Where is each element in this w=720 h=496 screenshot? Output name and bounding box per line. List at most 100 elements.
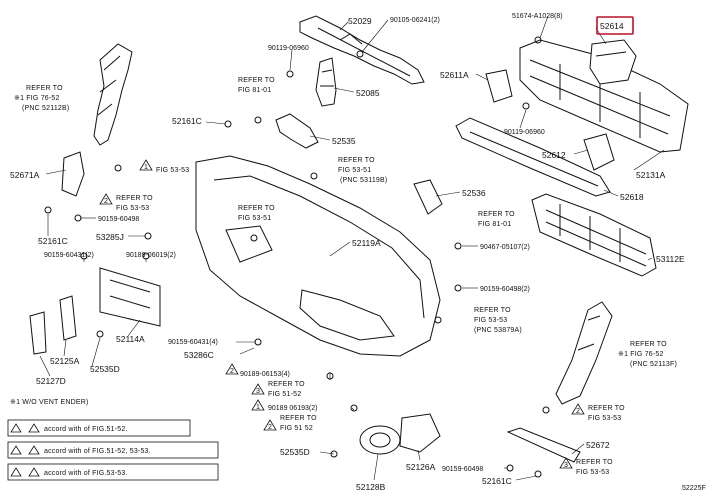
part-label: 52128B	[356, 482, 386, 492]
part-label: 90119-06960	[504, 129, 545, 136]
retainer-52125A-drawing	[29, 295, 77, 355]
part-label: 90159-60431(4)	[168, 339, 218, 346]
part-label: 52029	[348, 16, 372, 26]
ref-text: FIG 53-53	[116, 205, 149, 212]
part-label: 52535D	[90, 364, 120, 374]
triangle-mark-number: 3	[564, 462, 568, 469]
legend-triangle	[28, 423, 40, 433]
part-label: 52085	[356, 88, 380, 98]
ref-text: FIG 53-53	[474, 317, 507, 324]
part-label: 90189-06019(2)	[126, 252, 176, 259]
side-bracket-left-drawing	[93, 43, 133, 146]
leader-lines	[39, 15, 665, 481]
plate-bracket-52114A-drawing	[99, 267, 161, 327]
part-label: 90105-06241(2)	[390, 17, 440, 24]
triangle-mark-number: 3	[256, 388, 260, 395]
ref-text: (PNC 52112B)	[22, 105, 69, 112]
part-label: 52671A	[10, 170, 40, 180]
legend-triangle	[28, 445, 40, 455]
ref-text: FIG 51 52	[280, 425, 313, 432]
legend-triangle	[10, 423, 22, 433]
part-label: 52127D	[36, 376, 66, 386]
part-label: 90159-60498	[98, 216, 139, 223]
ref-text: FIG 53-53	[588, 415, 621, 422]
ref-text: (PNC 53879A)	[474, 327, 522, 334]
part-labels: 52029 90105-06241(2) 51674-A1028(8) 5261…	[10, 13, 685, 492]
triangle-mark-number: 1	[144, 164, 148, 171]
legend-row-3	[7, 463, 219, 481]
part-label: 52125A	[50, 356, 80, 366]
part-label: 52131A	[636, 170, 666, 180]
bracket-52672-drawing	[506, 427, 581, 463]
ref-text: REFER TO	[474, 307, 511, 314]
ref-text: FIG 53-53	[576, 469, 609, 476]
ref-text: REFER TO	[238, 205, 275, 212]
legend-row-2	[7, 441, 219, 459]
upper-support-52029-drawing	[299, 15, 425, 85]
part-label: 52126A	[406, 462, 436, 472]
side-bracket-right-drawing	[555, 301, 613, 405]
triangle-mark	[251, 383, 265, 395]
part-label: 52161C	[172, 116, 202, 126]
ref-text: REFER TO	[478, 211, 515, 218]
legend-text: accord with of FIG.53-53.	[44, 470, 128, 477]
triangle-mark-number: 2	[104, 198, 108, 205]
part-label: 90467-05107(2)	[480, 244, 530, 251]
ref-text: ※1 FIG 76-52	[618, 351, 664, 358]
triangle-mark-number: 2	[230, 368, 234, 375]
ref-text: REFER TO	[576, 459, 613, 466]
fog-cover-52126A-drawing	[399, 413, 441, 453]
absorber-52614-drawing	[589, 39, 637, 85]
ref-text: REFER TO	[280, 415, 317, 422]
legend-text: accord with of FIG.51-52, 53-53.	[44, 448, 151, 455]
ref-text: (PNC 52113F)	[630, 361, 677, 368]
bumper-cover-52119A-drawing	[195, 155, 441, 357]
ref-text: REFER TO	[268, 381, 305, 388]
fasteners-drawing	[44, 36, 550, 478]
triangle-mark	[225, 363, 239, 375]
part-label: 90159-60498(2)	[480, 286, 530, 293]
part-label: 51674-A1028(8)	[512, 13, 563, 20]
triangle-mark	[263, 419, 277, 431]
part-label: 90119-06960	[268, 45, 309, 52]
bracket-52536-drawing	[413, 179, 443, 215]
bracket-52611A-drawing	[485, 69, 513, 103]
ref-text: FIG 51-52	[268, 391, 301, 398]
ref-text: REFER TO	[338, 157, 375, 164]
part-label: 52612	[542, 150, 566, 160]
part-label: 90159-60498	[442, 466, 483, 473]
highlighted-part-label: 52614	[600, 21, 624, 31]
bracket-52085-drawing	[315, 57, 337, 107]
triangle-mark	[251, 399, 265, 411]
part-label: 52119A	[352, 238, 381, 248]
triangle-mark-number: 1	[256, 404, 260, 411]
grille-53112E-drawing	[531, 193, 657, 277]
triangle-mark-number: 2	[576, 408, 580, 415]
triangle-mark	[139, 159, 153, 171]
part-label: 53112E	[656, 254, 685, 264]
part-label: 52536	[462, 188, 486, 198]
legend-text: accord with of FIG.51-52.	[44, 426, 128, 433]
part-label: 52535	[332, 136, 356, 146]
figure-id: 52225F	[682, 485, 706, 492]
legend-row-1	[7, 419, 191, 437]
bracket-52535-drawing	[275, 113, 319, 149]
part-label: 52618	[620, 192, 644, 202]
mount-52671A-drawing	[61, 151, 85, 197]
ref-text: FIG 81-01	[238, 87, 271, 94]
ref-text: FIG 53-51	[238, 215, 271, 222]
part-label: 53286C	[184, 350, 214, 360]
ref-text: REFER TO	[238, 77, 275, 84]
fog-cover-52128B-drawing	[359, 425, 401, 455]
bracket-52612-drawing	[583, 133, 615, 171]
part-label: 90189-06153(4)	[240, 371, 290, 378]
note-header: ※1 W/O VENT ENDER)	[10, 399, 89, 406]
part-label: 52161C	[482, 476, 512, 486]
legend-triangle	[28, 467, 40, 477]
legend-triangle	[10, 467, 22, 477]
ref-text: REFER TO	[588, 405, 625, 412]
part-label: 53285J	[96, 232, 124, 242]
ref-text: FIG 53-51	[338, 167, 371, 174]
absorber-52618-drawing	[455, 117, 611, 197]
